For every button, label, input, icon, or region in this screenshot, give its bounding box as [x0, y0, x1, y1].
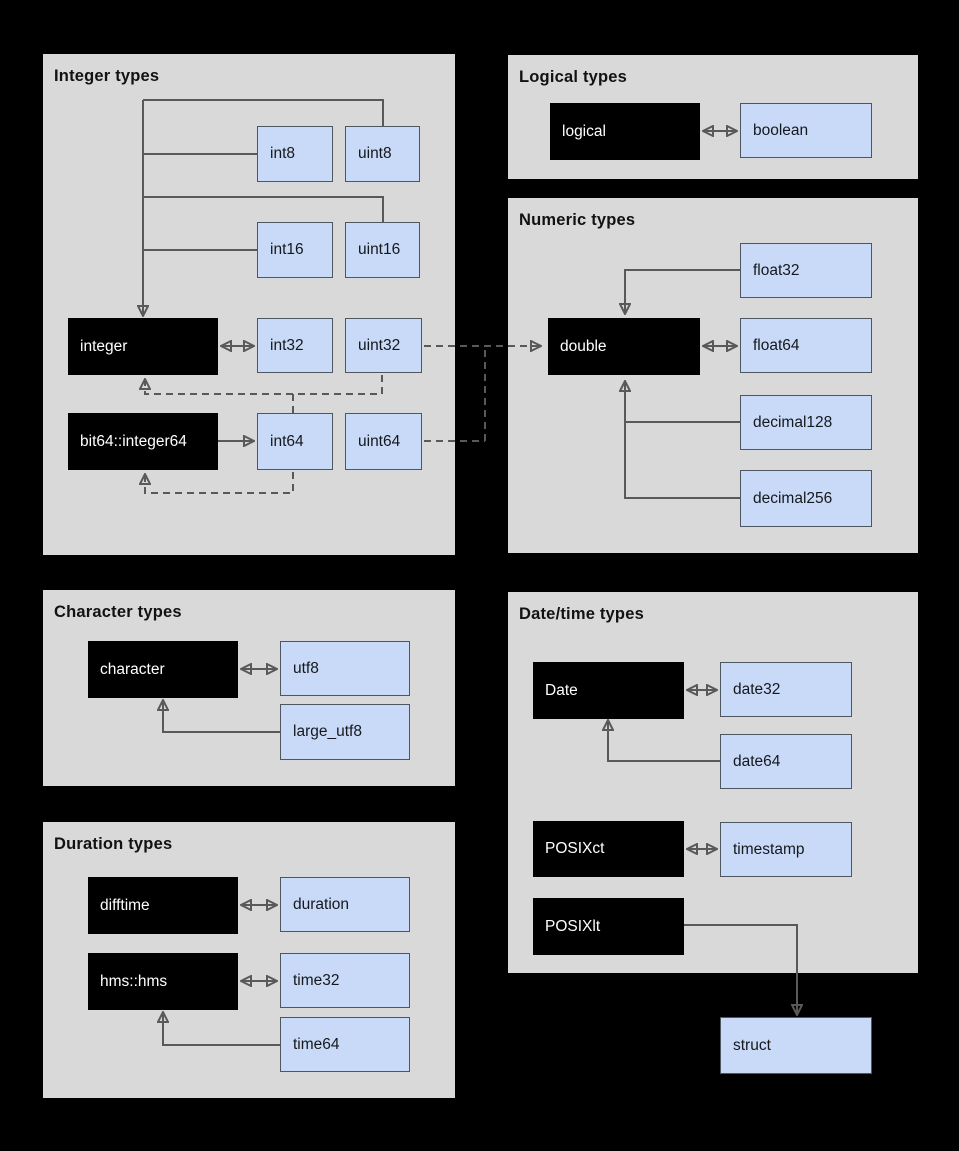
node-duration: duration — [280, 877, 410, 932]
node-hms-hms: hms::hms — [88, 953, 238, 1010]
node-logical: logical — [550, 103, 700, 160]
node-int32: int32 — [257, 318, 333, 373]
node-uint16: uint16 — [345, 222, 420, 278]
node-boolean: boolean — [740, 103, 872, 158]
node-character: character — [88, 641, 238, 698]
panel-title: Date/time types — [519, 605, 644, 623]
panel-title: Integer types — [54, 67, 160, 85]
node-int16: int16 — [257, 222, 333, 278]
node-uint8: uint8 — [345, 126, 420, 182]
node-utf8: utf8 — [280, 641, 410, 696]
node-date64: date64 — [720, 734, 852, 789]
panel-title: Numeric types — [519, 211, 636, 229]
node-large-utf8: large_utf8 — [280, 704, 410, 760]
node-date32: date32 — [720, 662, 852, 717]
node-uint64: uint64 — [345, 413, 422, 470]
node-int64: int64 — [257, 413, 333, 470]
node-date: Date — [533, 662, 684, 719]
node-time64: time64 — [280, 1017, 410, 1072]
node-float32: float32 — [740, 243, 872, 298]
node-double: double — [548, 318, 700, 375]
node-int8: int8 — [257, 126, 333, 182]
node-timestamp: timestamp — [720, 822, 852, 877]
node-decimal128: decimal128 — [740, 395, 872, 450]
node-difftime: difftime — [88, 877, 238, 934]
panel-title: Character types — [54, 603, 182, 621]
node-time32: time32 — [280, 953, 410, 1008]
node-integer: integer — [68, 318, 218, 375]
node-posixlt: POSIXlt — [533, 898, 684, 955]
node-posixct: POSIXct — [533, 821, 684, 877]
panel-title: Logical types — [519, 68, 628, 86]
node-uint32: uint32 — [345, 318, 422, 373]
panel-title: Duration types — [54, 835, 173, 853]
node-float64: float64 — [740, 318, 872, 373]
node-struct: struct — [720, 1017, 872, 1074]
node-bit64-integer64: bit64::integer64 — [68, 413, 218, 470]
node-decimal256: decimal256 — [740, 470, 872, 527]
